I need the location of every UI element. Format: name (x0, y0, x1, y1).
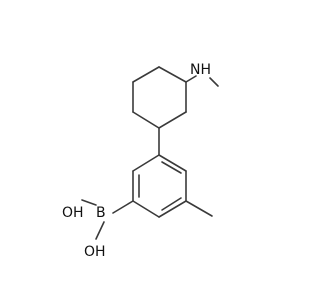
benzene-ring (132, 154, 187, 218)
bond-ar-1-2 (158, 154, 187, 172)
bond-ring-c2-c1 (158, 111, 187, 129)
bond-ar-3-4 (158, 200, 187, 218)
bond-ar-4-5 (132, 200, 160, 218)
bond-ring-c3-c2 (132, 111, 160, 129)
bond-ring-c2-n1 (185, 75, 197, 83)
molecule-diagram: NH B OH OH (62, 62, 219, 260)
boron-label: B (96, 205, 106, 221)
bond-boron-oh-bottom (95, 221, 105, 240)
bond-aryl-boron (112, 200, 134, 214)
bond-ar-double-a (161, 161, 182, 174)
oh-bottom-label: OH (84, 244, 106, 260)
bond-ring-c6-c5 (158, 66, 187, 83)
oh-top-label: OH (62, 205, 84, 221)
structure-canvas: NH B OH OH (62, 62, 219, 260)
bond-methyl (185, 200, 213, 217)
nh-label: NH (190, 62, 211, 78)
bond-ring-c5-c4 (132, 66, 160, 83)
piperidine-ring (132, 66, 219, 129)
bond-boron-oh-top (81, 199, 97, 206)
bond-ar-6-1 (132, 154, 160, 172)
bond-ring-n1-c6 (209, 77, 219, 87)
bond-ar-double-b (161, 197, 182, 211)
